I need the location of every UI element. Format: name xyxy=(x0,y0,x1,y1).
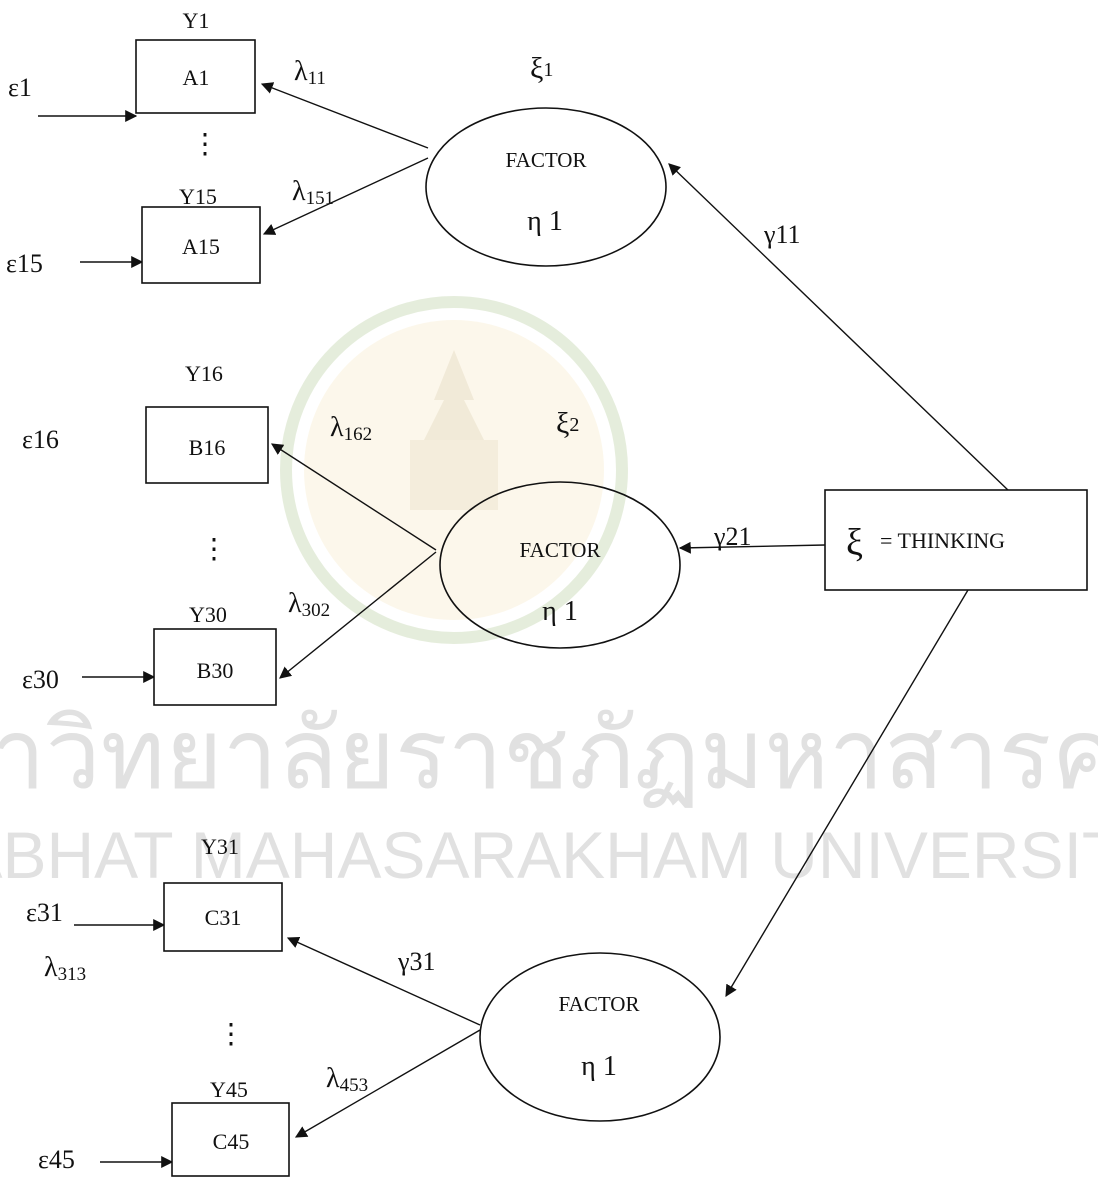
exogenous-thinking: ξ = THINKING xyxy=(824,489,1088,591)
indicator-y-label: Y15 xyxy=(179,184,217,209)
factor-1: ξ1 FACTOR η 1 xyxy=(425,52,667,267)
gamma-labels: γ11 γ21 γ31 xyxy=(397,220,801,976)
vertical-ellipsis-icon: ⋮ xyxy=(191,129,219,160)
factor-ellipse xyxy=(425,107,667,267)
lambda-label-302: λ302 xyxy=(288,588,330,621)
indicator-y-label: Y1 xyxy=(183,8,210,33)
indicator-box-label: A15 xyxy=(182,234,220,259)
lambda-arrow-b16 xyxy=(270,443,437,551)
lambda-label-11: λ11 xyxy=(294,56,326,89)
indicator-box-label: C31 xyxy=(205,905,242,930)
error-label-e16: ε16 xyxy=(22,425,59,454)
indicator-y-label: Y16 xyxy=(185,361,223,386)
ellipsis-markers: ⋮ ⋮ ⋮ xyxy=(191,129,245,1050)
exogenous-box xyxy=(824,489,1088,591)
eta-label: η 1 xyxy=(581,1051,617,1082)
watermark-english-text: RAJABHAT MAHASARAKHAM UNIVERSITY xyxy=(0,818,1098,892)
vertical-ellipsis-icon: ⋮ xyxy=(200,534,228,565)
indicator-y-label: Y45 xyxy=(210,1077,248,1102)
error-label-e1: ε1 xyxy=(8,73,32,102)
indicator-box-label: C45 xyxy=(213,1129,250,1154)
indicator-a15: Y15 A15 xyxy=(141,184,261,284)
indicator-box xyxy=(171,1102,290,1177)
indicator-box-label: B16 xyxy=(189,435,226,460)
factor-ellipse xyxy=(479,952,721,1122)
indicator-b16: Y16 B16 xyxy=(145,361,269,484)
exogenous-label: = THINKING xyxy=(880,528,1005,553)
gamma-arrow-1 xyxy=(668,163,1011,493)
indicator-box-label: A1 xyxy=(183,65,210,90)
error-label-e15: ε15 xyxy=(6,249,43,278)
lambda-arrow-a15 xyxy=(262,157,429,235)
indicator-box xyxy=(141,206,261,284)
indicator-box xyxy=(145,406,269,484)
lambda-arrow-a1 xyxy=(260,82,429,149)
error-label-e30: ε30 xyxy=(22,665,59,694)
lambda-arrow-c31 xyxy=(286,936,481,1026)
eta-label: η 1 xyxy=(542,596,578,627)
indicator-y-label: Y31 xyxy=(201,834,239,859)
indicator-box xyxy=(153,628,277,706)
watermark: มหาวิทยาลัยราชภัฏมหาสารคาม RAJABHAT MAHA… xyxy=(0,296,1098,892)
lambda-label-151: λ151 xyxy=(292,176,334,209)
watermark-thai-text: มหาวิทยาลัยราชภัฏมหาสารคาม xyxy=(0,699,1098,809)
gamma-label-21: γ21 xyxy=(713,522,752,551)
gamma-label-31: γ31 xyxy=(397,947,436,976)
error-label-e45: ε45 xyxy=(38,1145,75,1174)
eta-label: η 1 xyxy=(527,206,563,237)
indicator-box xyxy=(163,882,283,952)
lambda-labels: λ11 λ151 λ162 λ302 λ313 λ453 xyxy=(44,56,372,1096)
factor-label: FACTOR xyxy=(559,992,640,1016)
path-arrows xyxy=(38,82,1011,1168)
gamma-label-11: γ11 xyxy=(763,220,801,249)
exogenous-xi-symbol: ξ xyxy=(846,522,863,564)
xi-label: ξ2 xyxy=(556,407,579,440)
indicator-y-label: Y30 xyxy=(189,602,227,627)
lambda-arrow-b30 xyxy=(279,551,437,679)
gamma-arrow-3 xyxy=(725,589,969,998)
vertical-ellipsis-icon: ⋮ xyxy=(217,1019,245,1050)
gamma-arrow-2 xyxy=(678,541,826,554)
factor-label: FACTOR xyxy=(520,538,601,562)
indicator-box xyxy=(135,39,256,114)
lambda-label-453: λ453 xyxy=(326,1063,368,1096)
error-terms: ε1 ε15 ε16 ε30 ε31 ε45 xyxy=(6,73,75,1174)
indicator-box-label: B30 xyxy=(197,658,234,683)
factor-ellipse xyxy=(439,481,681,649)
lambda-label-162: λ162 xyxy=(330,412,372,445)
factor-label: FACTOR xyxy=(506,148,587,172)
lambda-arrow-c45 xyxy=(294,1029,481,1138)
xi-label: ξ1 xyxy=(530,52,553,85)
indicator-c31: Y31 C31 xyxy=(163,834,283,952)
university-seal-icon xyxy=(280,296,628,644)
lambda-label-313: λ313 xyxy=(44,952,86,985)
factor-2: ξ2 FACTOR η 1 xyxy=(439,407,681,649)
factor-3: FACTOR η 1 xyxy=(479,952,721,1122)
indicator-b30: Y30 B30 xyxy=(153,602,277,706)
error-label-e31: ε31 xyxy=(26,898,63,927)
indicator-a1: Y1 A1 xyxy=(135,8,256,114)
indicator-c45: Y45 C45 xyxy=(171,1077,290,1177)
